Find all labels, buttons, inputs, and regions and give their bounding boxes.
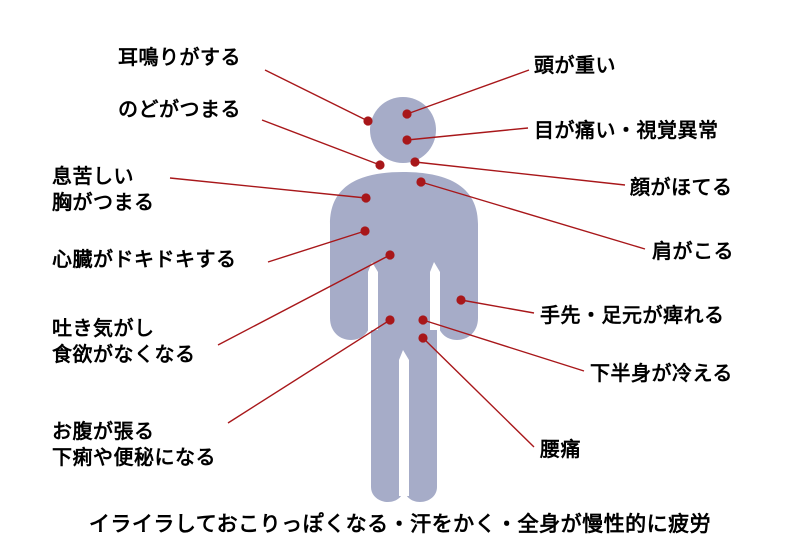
leader-line-bloating-bowel: [227, 319, 391, 424]
leader-line-facial-flushing: [414, 161, 626, 186]
symptom-label-facial-flushing: 顔がほてる: [630, 175, 733, 199]
symptom-label-breath-chest: 息苦しい 胸がつまる: [52, 164, 155, 215]
left-arm-separation-gap: [368, 262, 378, 330]
symptom-label-numb-extremities: 手先・足元が痺れる: [540, 303, 725, 327]
leader-line-lower-back-pain: [422, 337, 535, 448]
symptom-label-nausea-appetite: 吐き気がし 食欲がなくなる: [52, 316, 196, 367]
marker-dot-eye-pain-vision[interactable]: [402, 135, 412, 145]
bottom-caption: イライラしておこりっぽくなる・汗をかく・全身が慢性的に疲労: [88, 512, 712, 536]
marker-dot-heavy-head[interactable]: [402, 109, 412, 119]
marker-dot-numb-extremities[interactable]: [456, 295, 466, 305]
leader-line-nausea-appetite: [217, 254, 391, 346]
marker-dot-throat[interactable]: [375, 160, 385, 170]
head-shape: [370, 97, 436, 163]
marker-dot-breath-chest[interactable]: [361, 193, 371, 203]
right-arm-separation-gap: [430, 262, 440, 330]
leader-line-eye-pain-vision: [406, 127, 529, 141]
marker-dot-bloating-bowel[interactable]: [385, 315, 395, 325]
symptom-label-tinnitus: 耳鳴りがする: [118, 45, 241, 69]
leader-line-throat: [261, 119, 381, 166]
symptom-label-throat: のどがつまる: [118, 97, 241, 121]
marker-dot-palpitations[interactable]: [360, 226, 370, 236]
leader-line-tinnitus: [264, 69, 369, 122]
symptom-label-cold-lower-body: 下半身が冷える: [590, 361, 733, 385]
marker-dot-cold-lower-body[interactable]: [418, 315, 428, 325]
symptom-label-heavy-head: 頭が重い: [534, 53, 616, 77]
marker-dots-group: [360, 109, 466, 343]
marker-dot-nausea-appetite[interactable]: [385, 250, 395, 260]
human-body-silhouette: [330, 97, 478, 502]
marker-dot-facial-flushing[interactable]: [410, 157, 420, 167]
symptom-label-bloating-bowel: お腹が張る 下痢や便秘になる: [52, 419, 216, 470]
symptom-label-eye-pain-vision: 目が痛い・視覚異常: [534, 118, 719, 142]
leader-line-palpitations: [267, 230, 366, 263]
leg-separation-gap: [399, 350, 409, 496]
symptom-label-palpitations: 心臓がドキドキする: [52, 247, 237, 271]
leader-line-stiff-shoulders: [420, 181, 646, 250]
symptom-label-lower-back-pain: 腰痛: [540, 437, 581, 461]
marker-dot-lower-back-pain[interactable]: [418, 333, 428, 343]
marker-dot-tinnitus[interactable]: [363, 116, 373, 126]
leader-line-breath-chest: [169, 177, 367, 199]
leader-line-cold-lower-body: [422, 319, 585, 372]
leader-line-heavy-head: [406, 69, 530, 115]
torso-limbs-shape: [330, 172, 478, 502]
leader-lines-group: [169, 69, 646, 448]
leader-line-numb-extremities: [460, 299, 535, 314]
marker-dot-stiff-shoulders[interactable]: [416, 177, 426, 187]
symptom-label-stiff-shoulders: 肩がこる: [652, 239, 734, 263]
